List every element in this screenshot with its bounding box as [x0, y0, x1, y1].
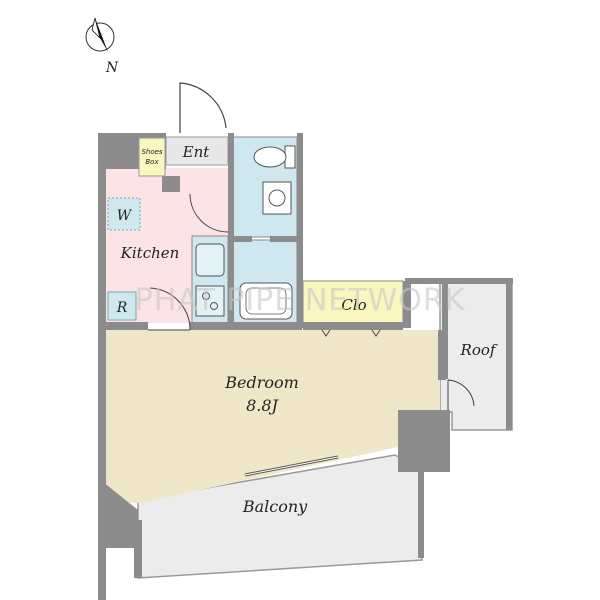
entrance-area [165, 136, 229, 166]
balcony-window-glass [244, 456, 339, 476]
shoes-box-label-2: Box [145, 158, 159, 166]
shoes-box-label-1: Shoes [141, 148, 162, 156]
bedroom-area [104, 330, 440, 503]
refrigerator-space [107, 291, 137, 321]
north-arrow-icon [85, 17, 115, 52]
bathtub-icon [239, 282, 293, 320]
roof-label: Roof [460, 341, 498, 359]
walls [98, 133, 512, 600]
shoes-box [138, 137, 166, 177]
kitchen-door-icon [189, 193, 229, 233]
stove-burner-icon [202, 292, 210, 300]
washer-label: W [117, 208, 133, 224]
stove-burner-icon [210, 302, 218, 310]
washbasin-bowl-icon [268, 189, 286, 207]
toilet-bowl-icon [253, 146, 287, 168]
refrigerator-label: R [116, 300, 128, 316]
balcony-label: Balcony [242, 497, 308, 516]
watermark: PHAT PIPE NETWORK [135, 283, 466, 318]
kitchen-label: Kitchen [120, 244, 180, 262]
washbasin-icon [262, 181, 292, 215]
bedroom-size: 8.8J [246, 396, 279, 415]
washer-space [107, 197, 141, 231]
bedroom-door-icon [148, 287, 191, 331]
bathtub-inner-icon [245, 287, 287, 315]
stove-icon [195, 285, 225, 317]
closet-area [302, 280, 404, 329]
entrance-door-icon [179, 82, 227, 133]
compass-label: N [105, 60, 119, 76]
roof-top-wall [405, 278, 513, 284]
roof-door-icon [447, 379, 475, 410]
closet-label: Clo [341, 296, 366, 314]
sink-icon [195, 243, 225, 277]
entrance-label: Ent [182, 143, 211, 161]
bedroom-label: Bedroom [224, 373, 299, 392]
closet-door-icon [321, 329, 381, 337]
